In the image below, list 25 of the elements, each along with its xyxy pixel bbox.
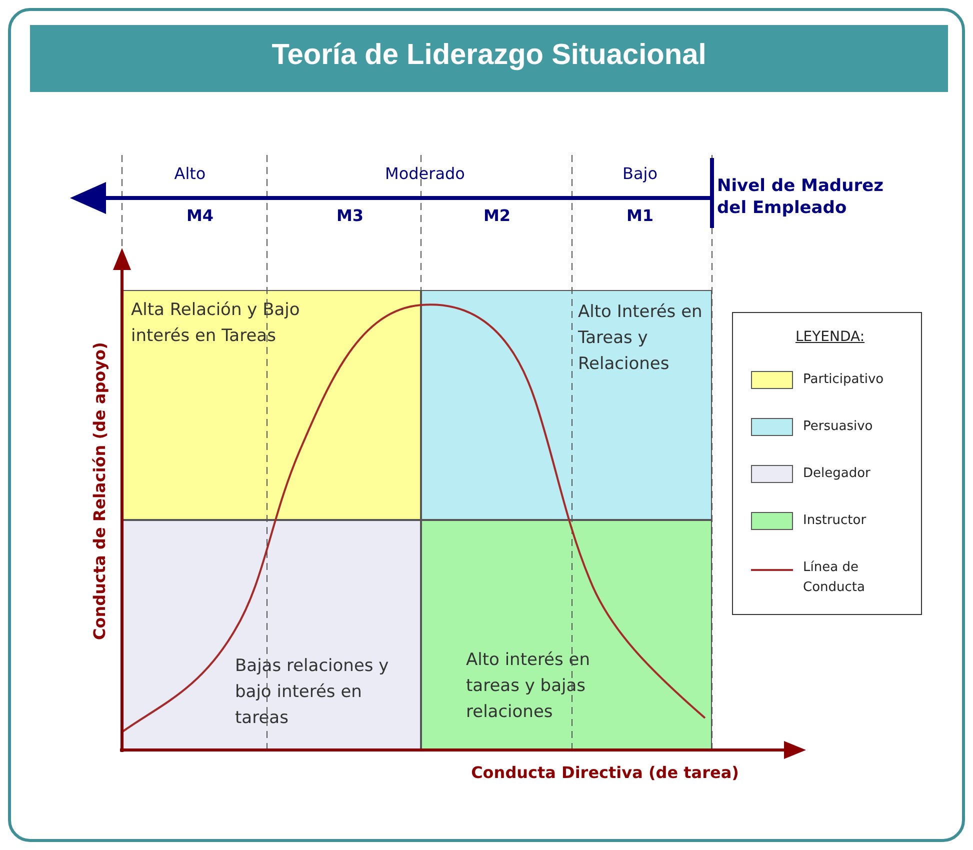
legend-label: Persuasivo (803, 418, 874, 436)
legend-label: Delegador (803, 465, 872, 483)
quadrant-text: Alto interés en tareas y bajas relaciones (466, 649, 592, 724)
legend-label: Instructor (803, 512, 868, 530)
maturity-code: M4 (185, 205, 215, 227)
maturity-code: M1 (625, 205, 655, 227)
maturity-level: Bajo (621, 163, 658, 185)
title: Teoría de Liderazgo Situacional (270, 39, 708, 72)
quadrant-panel (122, 290, 421, 520)
quadrant-text: Alta Relación y Bajo interés en Tareas (131, 299, 301, 348)
quadrant-panel (421, 520, 712, 750)
axis-title: Nivel de Madurez del Empleado (717, 175, 884, 219)
legend-label: Línea de Conducta (803, 559, 866, 597)
legend-title: LEYENDA: (794, 328, 866, 347)
quadrant-panel (122, 520, 421, 750)
quadrant-text: Bajas relaciones y bajo interés en tareas (235, 655, 390, 730)
legend-label: Participativo (803, 371, 885, 389)
axis-title: Conducta de Relación (de apoyo) (89, 341, 110, 642)
maturity-code: M3 (335, 205, 365, 227)
quadrant-panel (421, 290, 712, 520)
maturity-level: Alto (173, 163, 207, 185)
maturity-code: M2 (482, 205, 512, 227)
quadrant-text: Alto Interés en Tareas y Relaciones (578, 301, 704, 376)
axis-title: Conducta Directiva (de tarea) (470, 762, 740, 784)
maturity-level: Moderado (384, 163, 466, 185)
